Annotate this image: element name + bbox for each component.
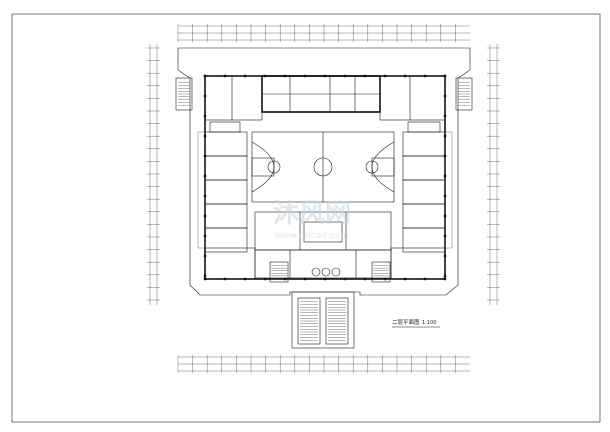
watermark-brand: 沐风网 xyxy=(273,199,351,229)
column xyxy=(203,74,207,78)
column xyxy=(363,74,367,78)
room-cell xyxy=(204,227,248,253)
corridor-strip xyxy=(444,131,453,249)
column xyxy=(283,74,287,78)
column xyxy=(263,277,267,281)
column xyxy=(203,194,207,198)
right-dimension-ticks xyxy=(487,47,500,301)
top-dimension-ticks xyxy=(177,24,456,42)
column xyxy=(423,74,427,78)
sheet-border xyxy=(11,13,601,423)
column xyxy=(443,114,447,118)
column xyxy=(443,94,447,98)
lobby-doors xyxy=(311,267,341,277)
room-cell xyxy=(402,227,446,253)
column xyxy=(223,277,227,281)
column xyxy=(323,74,327,78)
court-right-key xyxy=(371,157,395,177)
lower-right-stair-treads xyxy=(373,265,389,279)
column xyxy=(203,134,207,138)
column xyxy=(443,134,447,138)
watermark-site: www.mfcad.com xyxy=(275,231,349,241)
right-dimension-lines xyxy=(489,44,498,305)
room-cell xyxy=(402,131,446,157)
upper-left-rooms xyxy=(204,75,263,133)
left-dimension-lines xyxy=(149,44,158,305)
basketball-court xyxy=(251,131,395,203)
column xyxy=(423,277,427,281)
watermark: 沐风网 www.mfcad.com xyxy=(273,199,351,241)
lower-right-stair xyxy=(371,261,391,283)
room-cell xyxy=(402,203,446,229)
column xyxy=(443,214,447,218)
right-stair-treads xyxy=(458,82,470,106)
column xyxy=(203,274,207,278)
column xyxy=(443,274,447,278)
column xyxy=(443,74,447,78)
room-cell xyxy=(402,179,446,205)
column xyxy=(443,154,447,158)
court-right-three-point xyxy=(371,141,395,193)
column xyxy=(323,277,327,281)
column xyxy=(443,194,447,198)
column xyxy=(363,277,367,281)
column xyxy=(243,277,247,281)
top-hall-partitions xyxy=(262,76,380,112)
court-left-three-point xyxy=(251,141,275,193)
column xyxy=(203,114,207,118)
column xyxy=(303,74,307,78)
entrance-stair xyxy=(291,291,355,349)
column xyxy=(203,154,207,158)
column xyxy=(263,74,267,78)
corridor-strip xyxy=(197,131,206,249)
structural-columns xyxy=(203,74,447,281)
column xyxy=(343,74,347,78)
court-center-circle xyxy=(313,157,333,177)
column xyxy=(203,234,207,238)
column xyxy=(283,277,287,281)
lower-corner-rooms xyxy=(204,247,446,280)
column xyxy=(443,234,447,238)
column xyxy=(303,277,307,281)
drawing-title: 二层平面图 xyxy=(392,318,420,326)
column xyxy=(403,277,407,281)
left-dimension-ticks xyxy=(147,47,160,301)
lower-left-stair xyxy=(269,261,289,283)
drawing-scale: 1:100 xyxy=(422,320,436,326)
right-stair-top xyxy=(455,77,473,111)
bottom-dimension-ticks xyxy=(177,355,456,373)
column xyxy=(203,277,207,281)
inner-wall-main xyxy=(204,75,446,280)
room-cell xyxy=(204,179,248,205)
court-right-ft-circle xyxy=(365,160,379,174)
column xyxy=(203,214,207,218)
column xyxy=(343,277,347,281)
column xyxy=(443,277,447,281)
room-cell xyxy=(204,203,248,229)
column xyxy=(443,254,447,258)
room-cell xyxy=(402,155,446,181)
lower-left-stair-treads xyxy=(271,265,287,279)
court-left-ft-circle xyxy=(267,160,281,174)
building-outline xyxy=(177,47,471,296)
column xyxy=(443,174,447,178)
column xyxy=(203,94,207,98)
column xyxy=(383,277,387,281)
left-stair-treads xyxy=(178,82,190,106)
column xyxy=(403,74,407,78)
upper-right-rooms xyxy=(379,75,446,133)
column xyxy=(203,174,207,178)
room-cell xyxy=(204,155,248,181)
court-left-key xyxy=(251,157,275,177)
room-cell xyxy=(204,131,248,157)
left-room-column xyxy=(197,131,248,253)
column xyxy=(383,74,387,78)
column xyxy=(223,74,227,78)
column xyxy=(243,74,247,78)
left-stair-top xyxy=(175,77,193,111)
column xyxy=(203,254,207,258)
